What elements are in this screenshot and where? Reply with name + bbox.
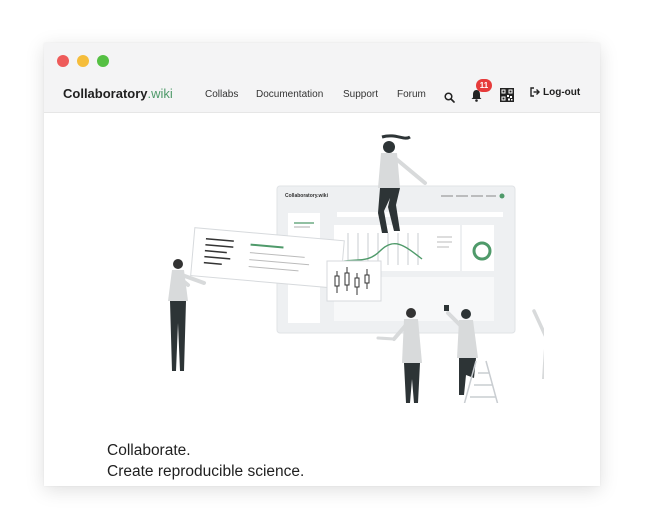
hero-tagline: Collaborate. Create reproducible science…	[107, 440, 304, 482]
brand-tld: .wiki	[147, 86, 173, 101]
person-right	[532, 309, 544, 379]
hero-line-2: Create reproducible science.	[107, 463, 305, 480]
mock-app-brand: Collaboratory.wiki	[285, 193, 329, 199]
window-titlebar	[44, 43, 600, 79]
brand-name: Collaboratory	[63, 86, 148, 101]
person-left	[168, 259, 206, 371]
nav-link-collabs[interactable]: Collabs	[205, 89, 239, 100]
browser-window: Collaboratory.wiki Collabs Documentation…	[44, 43, 600, 486]
hero-illustration: Collaboratory.wiki	[168, 134, 544, 403]
person-on-ladder	[444, 305, 499, 403]
close-window-button[interactable]	[57, 55, 69, 67]
person-top	[378, 134, 427, 233]
qr-code-icon[interactable]	[500, 88, 514, 107]
brand-logo[interactable]: Collaboratory.wiki	[63, 86, 173, 101]
maximize-window-button[interactable]	[97, 55, 109, 67]
notification-count-badge: 11	[476, 79, 492, 92]
hero-line-1: Collaborate.	[107, 442, 191, 459]
nav-link-documentation[interactable]: Documentation	[256, 89, 324, 100]
top-navbar: Collaboratory.wiki Collabs Documentation…	[44, 79, 600, 113]
nav-link-support[interactable]: Support	[343, 89, 379, 100]
nav-link-forum[interactable]: Forum	[397, 89, 426, 100]
logout-label: Log-out	[543, 87, 581, 98]
candlestick-card	[326, 260, 382, 302]
logout-button[interactable]: Log-out	[530, 87, 580, 98]
floating-text-card	[190, 227, 345, 290]
bell-icon[interactable]	[471, 89, 482, 107]
search-icon[interactable]	[444, 90, 455, 108]
logout-icon	[530, 87, 540, 97]
minimize-window-button[interactable]	[77, 55, 89, 67]
person-middle	[376, 308, 422, 403]
